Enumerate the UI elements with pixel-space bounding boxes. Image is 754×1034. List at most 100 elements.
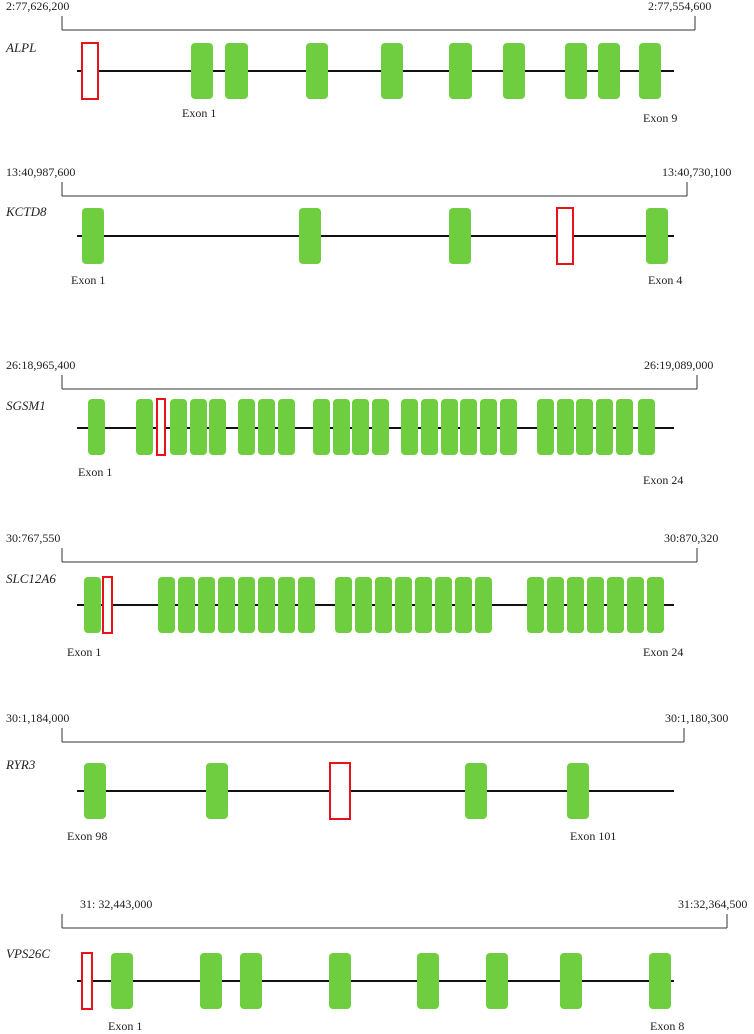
exon-box-1 (84, 577, 101, 633)
start-coordinate: 26:18,965,400 (6, 358, 75, 372)
last-exon-label: Exon 9 (643, 111, 677, 125)
exon-box-7 (258, 577, 275, 633)
exon-box-3 (449, 208, 471, 264)
last-exon-label: Exon 101 (570, 829, 616, 843)
exon-box-9 (298, 577, 315, 633)
coordinate-bracket (61, 914, 728, 929)
exon-box-14 (421, 399, 438, 455)
exon-box-1 (88, 399, 105, 455)
exon-box-4 (190, 399, 207, 455)
start-coordinate: 31: 32,443,000 (80, 897, 152, 911)
exon-box-1 (82, 208, 104, 264)
exon-box-14 (415, 577, 432, 633)
start-coordinate: 2:77,626,200 (6, 0, 69, 13)
exon-box-2 (299, 208, 321, 264)
end-coordinate: 2:77,554,600 (648, 0, 711, 13)
exon-box-6 (238, 399, 255, 455)
exon-box-2 (225, 43, 248, 99)
coordinate-bracket (61, 182, 688, 197)
variant-highlight-box (556, 207, 574, 265)
exon-box-7 (258, 399, 275, 455)
exon-box-2 (136, 399, 153, 455)
exon-box-10 (335, 577, 352, 633)
exon-box-5 (218, 577, 235, 633)
exon-box-10 (333, 399, 350, 455)
exon-box-21 (576, 399, 593, 455)
exon-box-6 (503, 43, 525, 99)
exon-box-17 (475, 577, 492, 633)
exon-box-17 (480, 399, 497, 455)
exon-box-3 (170, 399, 187, 455)
coordinate-bracket (61, 548, 698, 563)
gene-name: SLC12A6 (6, 571, 56, 586)
exon-box-4 (567, 763, 589, 819)
exon-box-24 (647, 577, 664, 633)
exon-box-5 (209, 399, 226, 455)
exon-box-6 (238, 577, 255, 633)
first-exon-label: Exon 1 (71, 273, 105, 287)
start-coordinate: 30:767,550 (6, 531, 60, 545)
end-coordinate: 30:870,320 (664, 531, 718, 545)
coordinate-bracket (61, 375, 698, 390)
exon-box-5 (449, 43, 472, 99)
variant-highlight-box (329, 762, 351, 820)
first-exon-label: Exon 1 (108, 1019, 142, 1033)
exon-box-13 (395, 577, 412, 633)
start-coordinate: 30:1,184,000 (6, 711, 69, 725)
gene-name: VPS26C (6, 946, 50, 961)
exon-box-18 (500, 399, 517, 455)
first-exon-label: Exon 98 (67, 829, 107, 843)
gene-name: KCTD8 (5, 204, 47, 219)
exon-box-3 (240, 953, 262, 1009)
exon-box-20 (557, 399, 574, 455)
exon-box-4 (198, 577, 215, 633)
gene-name: SGSM1 (6, 398, 46, 413)
last-exon-label: Exon 8 (650, 1019, 684, 1033)
exon-box-21 (587, 577, 604, 633)
exon-box-22 (607, 577, 624, 633)
exon-box-19 (547, 577, 564, 633)
exon-box-1 (84, 763, 106, 819)
exon-box-2 (158, 577, 175, 633)
exon-box-1 (111, 953, 133, 1009)
exon-box-5 (417, 953, 439, 1009)
exon-box-7 (565, 43, 587, 99)
exon-box-7 (560, 953, 582, 1009)
exon-box-16 (460, 399, 477, 455)
exon-box-8 (278, 399, 295, 455)
exon-box-2 (200, 953, 222, 1009)
exon-box-4 (381, 43, 403, 99)
exon-box-3 (465, 763, 487, 819)
exon-box-18 (527, 577, 544, 633)
coordinate-bracket (61, 16, 696, 31)
exon-box-15 (441, 399, 458, 455)
exon-box-13 (401, 399, 418, 455)
variant-highlight-box (102, 576, 113, 634)
end-coordinate: 13:40,730,100 (662, 165, 731, 179)
variant-highlight-box (156, 398, 166, 456)
last-exon-label: Exon 24 (643, 645, 683, 659)
exon-box-8 (598, 43, 620, 99)
exon-box-4 (646, 208, 668, 264)
exon-box-8 (278, 577, 295, 633)
exon-box-15 (435, 577, 452, 633)
exon-box-4 (329, 953, 351, 1009)
exon-box-16 (455, 577, 472, 633)
exon-box-22 (596, 399, 613, 455)
variant-highlight-box (81, 952, 93, 1010)
gene-name: RYR3 (5, 757, 36, 772)
exon-box-6 (486, 953, 508, 1009)
first-exon-label: Exon 1 (67, 645, 101, 659)
exon-box-24 (638, 399, 655, 455)
exon-box-1 (191, 43, 213, 99)
last-exon-label: Exon 4 (648, 273, 682, 287)
variant-highlight-box (81, 42, 99, 100)
exon-box-20 (567, 577, 584, 633)
exon-box-23 (627, 577, 644, 633)
first-exon-label: Exon 1 (78, 465, 112, 479)
coordinate-bracket (61, 728, 685, 743)
end-coordinate: 31:32,364,500 (678, 897, 747, 911)
